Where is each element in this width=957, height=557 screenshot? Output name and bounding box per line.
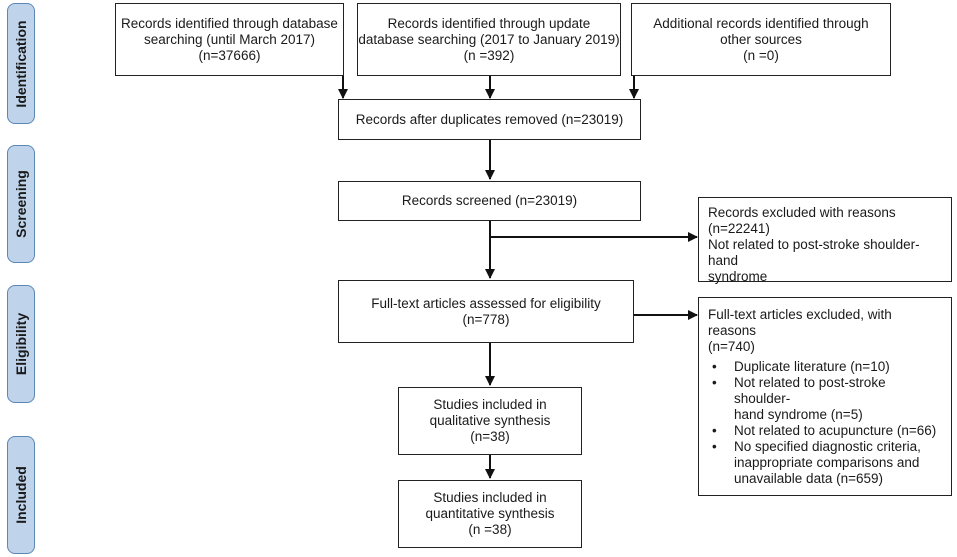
excluded2-line1: Full-text articles excluded, with reason…	[708, 307, 892, 338]
stage-screening: Screening	[7, 145, 35, 263]
exclusion-reason: Not related to post-stroke shoulder- han…	[708, 375, 942, 423]
stage-identification: Identification	[7, 3, 35, 124]
exclusion-reasons-list: Duplicate literature (n=10) Not related …	[708, 359, 942, 487]
box-fulltext-assessed: Full-text articles assessed for eligibil…	[338, 280, 634, 343]
additional-count: (n =0)	[743, 47, 779, 63]
box-records-excluded: Records excluded with reasons (n=22241) …	[698, 197, 952, 284]
update-line2: database searching (2017 to January 2019…	[358, 31, 620, 47]
excluded2-count: (n=740)	[708, 339, 755, 354]
fulltext-line1: Full-text articles assessed for eligibil…	[371, 295, 601, 311]
reason-text-cont2: unavailable data (n=659)	[734, 471, 883, 486]
update-count: (n =392)	[463, 47, 515, 63]
box-additional-records: Additional records identified through ot…	[631, 3, 891, 76]
qualitative-count: (n=38)	[470, 429, 510, 444]
box-fulltext-excluded: Full-text articles excluded, with reason…	[698, 297, 952, 496]
reason-text: Not related to post-stroke shoulder-	[734, 375, 886, 406]
excluded1-line3: Not related to post-stroke shoulder-hand	[708, 237, 920, 268]
quantitative-count: (n =38)	[468, 522, 512, 537]
additional-line1: Additional records identified through	[653, 15, 869, 31]
reason-text: Duplicate literature (n=10)	[734, 359, 890, 374]
excluded1-line4: syndrome	[708, 269, 768, 284]
database-line2: searching (until March 2017)	[143, 31, 316, 47]
reason-text-cont: hand syndrome (n=5)	[734, 407, 863, 422]
box-duplicates-removed: Records after duplicates removed (n=2301…	[338, 99, 641, 140]
additional-line2: other sources	[720, 31, 802, 47]
excluded1-line1: Records excluded with reasons	[708, 205, 896, 220]
database-line1: Records identified through database	[121, 15, 338, 31]
duplicates-text: Records after duplicates removed (n=2301…	[355, 111, 624, 127]
exclusion-reason: Duplicate literature (n=10)	[708, 359, 942, 375]
box-records-screened: Records screened (n=23019)	[338, 181, 641, 221]
quantitative-line2: quantitative synthesis	[425, 506, 555, 521]
stage-eligibility: Eligibility	[7, 285, 35, 403]
box-update-records: Records identified through update databa…	[357, 3, 621, 76]
exclusion-reason: No specified diagnostic criteria, inappr…	[708, 439, 942, 487]
stage-included: Included	[7, 436, 35, 554]
database-count: (n=37666)	[198, 47, 261, 63]
quantitative-line1: Studies included in	[433, 490, 547, 505]
excluded1-count: (n=22241)	[708, 221, 770, 236]
box-quantitative-synthesis: Studies included in quantitative synthes…	[398, 480, 582, 548]
reason-text-cont: inappropriate comparisons and	[734, 455, 920, 470]
update-line1: Records identified through update	[387, 15, 591, 31]
fulltext-count: (n=778)	[462, 311, 510, 327]
box-qualitative-synthesis: Studies included in qualitative synthesi…	[398, 387, 582, 455]
exclusion-reason: Not related to acupuncture (n=66)	[708, 423, 942, 439]
qualitative-line2: qualitative synthesis	[429, 413, 551, 428]
screened-text: Records screened (n=23019)	[401, 193, 578, 208]
qualitative-line1: Studies included in	[433, 397, 547, 412]
box-database-records: Records identified through database sear…	[115, 3, 344, 76]
reason-text: Not related to acupuncture (n=66)	[734, 423, 937, 438]
reason-text: No specified diagnostic criteria,	[734, 439, 921, 454]
